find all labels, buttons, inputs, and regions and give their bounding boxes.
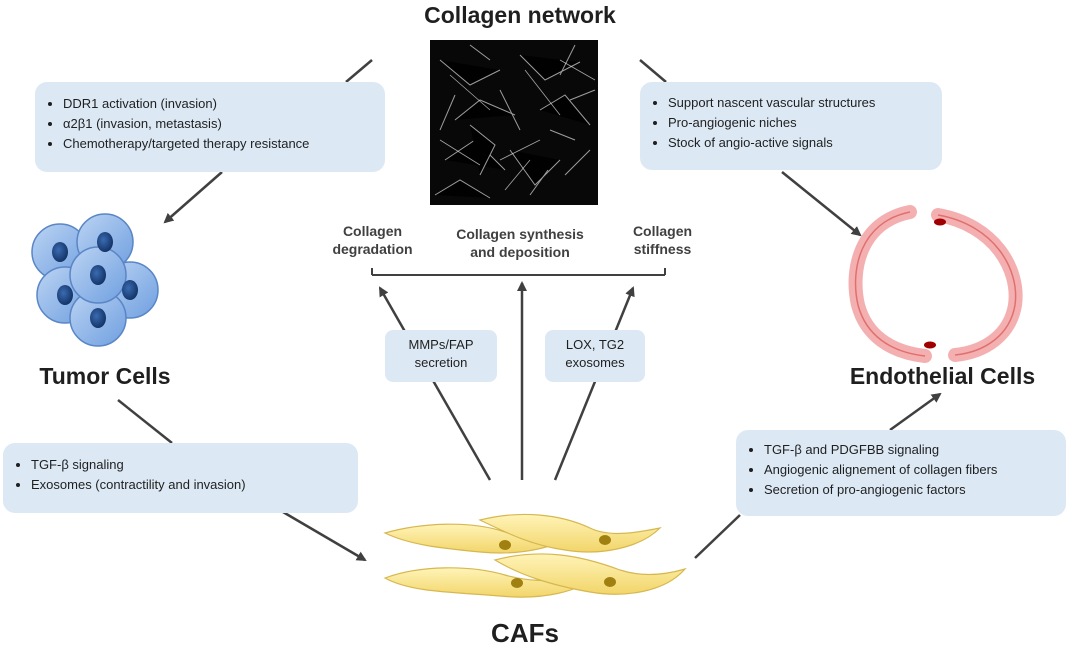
label-line: degradation — [332, 241, 413, 257]
connector-lines — [117, 59, 942, 562]
list-item: Secretion of pro-angiogenic factors — [764, 480, 1058, 500]
label-line: and deposition — [470, 244, 570, 260]
endothelial-collagen-box: Support nascent vascular structures Pro-… — [640, 82, 942, 170]
list-item: Chemotherapy/targeted therapy resistance — [63, 134, 377, 154]
lox-tg2-box: LOX, TG2 exosomes — [545, 330, 645, 382]
tumor-caf-box: TGF-β signaling Exosomes (contractility … — [3, 443, 358, 513]
box-line: MMPs/FAP — [408, 337, 474, 352]
cafs-illustration — [383, 513, 687, 598]
list-item: TGF-β and PDGFBB signaling — [764, 440, 1058, 460]
box-line: secretion — [414, 355, 468, 370]
box-line: LOX, TG2 — [565, 337, 625, 352]
collagen-micrograph — [430, 40, 598, 205]
endothelial-cells-illustration — [848, 205, 1023, 363]
box-line: exosomes — [565, 355, 625, 370]
list-item: α2β1 (invasion, metastasis) — [63, 114, 377, 134]
caf-endothelial-box: TGF-β and PDGFBB signaling Angiogenic al… — [736, 430, 1066, 516]
tumor-collagen-box: DDR1 activation (invasion) α2β1 (invasio… — [35, 82, 385, 172]
collagen-synthesis-label: Collagen synthesis and deposition — [435, 225, 605, 261]
list-item: Angiogenic alignement of collagen fibers — [764, 460, 1058, 480]
list-item: Stock of angio-active signals — [668, 133, 934, 153]
list-item: DDR1 activation (invasion) — [63, 94, 377, 114]
list-item: Support nascent vascular structures — [668, 93, 934, 113]
list-item: Pro-angiogenic niches — [668, 113, 934, 133]
cafs-title: CAFs — [491, 618, 559, 648]
tumor-cells-illustration — [31, 213, 159, 347]
endothelial-cells-title: Endothelial Cells — [849, 363, 1036, 389]
collagen-network-title: Collagen network — [424, 2, 616, 28]
tumor-cells-title: Tumor Cells — [39, 363, 171, 389]
label-line: Collagen synthesis — [456, 226, 584, 242]
list-item: Exosomes (contractility and invasion) — [31, 475, 350, 495]
label-line: stiffness — [633, 241, 692, 257]
label-line: Collagen — [632, 223, 693, 239]
list-item: TGF-β signaling — [31, 455, 350, 475]
label-line: Collagen — [342, 223, 403, 239]
mmps-fap-box: MMPs/FAP secretion — [385, 330, 497, 382]
collagen-bracket — [371, 268, 666, 276]
collagen-stiffness-label: Collagen stiffness — [615, 222, 710, 258]
collagen-degradation-label: Collagen degradation — [320, 222, 425, 258]
